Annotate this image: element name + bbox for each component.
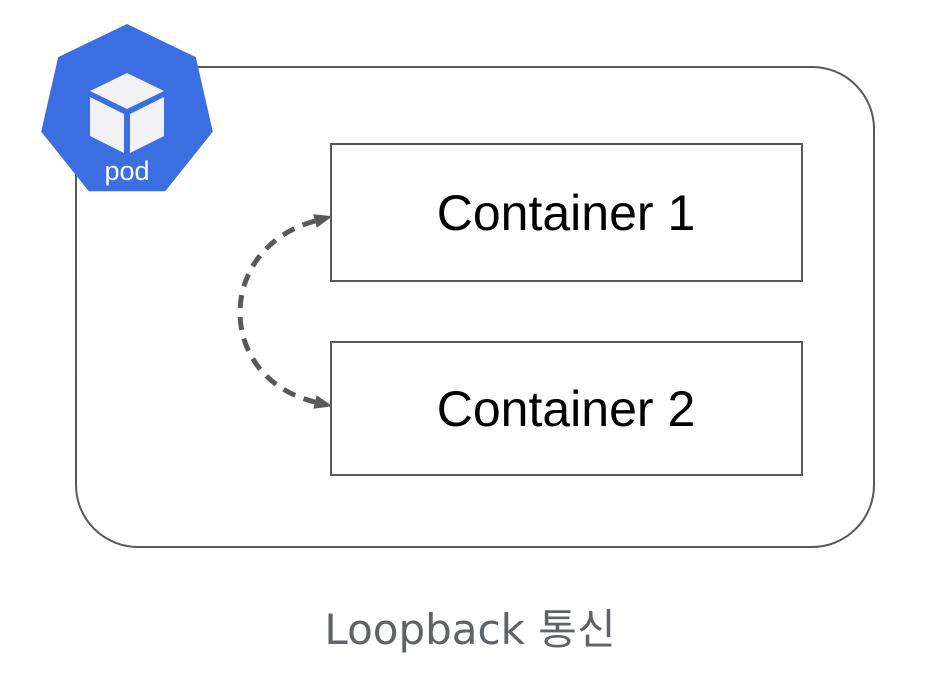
cube-left-face bbox=[90, 97, 124, 153]
container-1-box bbox=[330, 143, 803, 282]
container-1: Container 1 bbox=[330, 143, 803, 282]
cube-icon bbox=[90, 73, 164, 153]
container-2-label: Container 2 bbox=[437, 381, 696, 437]
cube-top-face bbox=[90, 73, 164, 109]
container-2-box bbox=[330, 341, 803, 476]
container-2: Container 2 bbox=[330, 341, 803, 476]
diagram-caption: Loopback 통신 bbox=[324, 605, 615, 654]
pod-label: pod bbox=[104, 156, 149, 186]
cube-right-face bbox=[130, 97, 164, 153]
container-1-label: Container 1 bbox=[437, 185, 696, 241]
kubernetes-pod-icon: pod bbox=[41, 24, 213, 192]
